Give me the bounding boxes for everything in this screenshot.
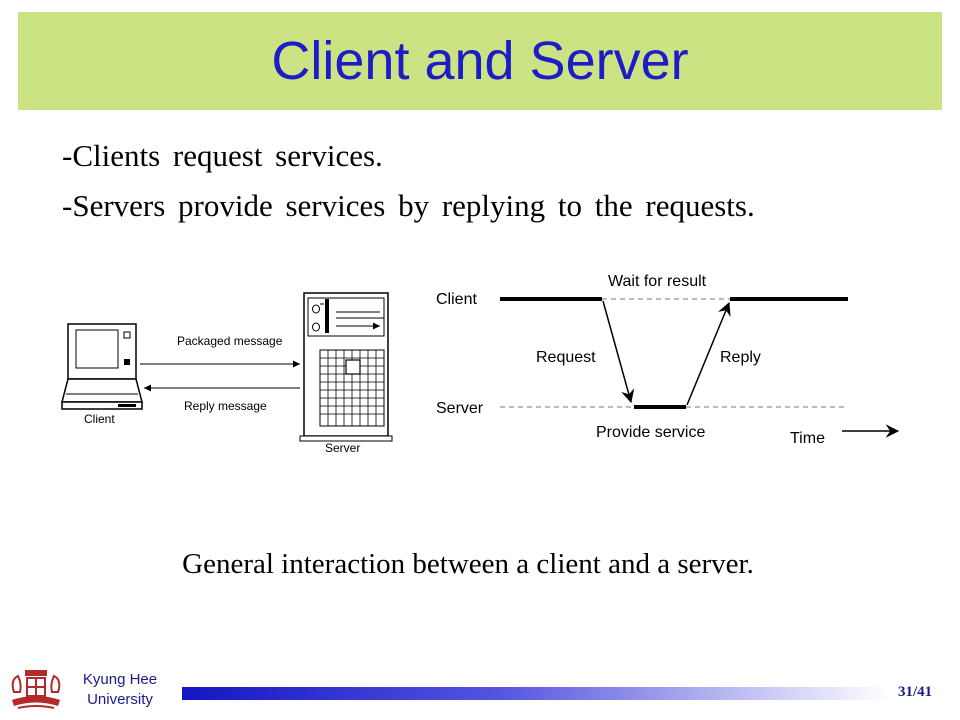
reply-message-label: Reply message: [184, 399, 267, 413]
footer-gradient-bar: [182, 687, 890, 700]
request-timeline-arrow: [602, 300, 635, 404]
provide-service-label: Provide service: [596, 424, 705, 441]
packaged-message-label: Packaged message: [177, 334, 283, 348]
university-name-line-1: Kyung Hee: [82, 671, 158, 688]
time-label: Time: [790, 430, 825, 447]
timeline-server-label: Server: [436, 400, 484, 417]
page-number: 31/41: [898, 684, 933, 700]
figure-caption: General interaction between a client and…: [182, 548, 754, 580]
slide-title: Client and Server: [271, 31, 689, 91]
university-seal-icon: [11, 670, 61, 709]
reply-timeline-arrow: [686, 301, 731, 406]
university-name: Kyung Hee University: [64, 670, 176, 710]
title-band: Client and Server: [18, 12, 942, 110]
left-client-label: Client: [84, 412, 115, 426]
university-name-line-2: University: [87, 691, 153, 708]
request-label: Request: [536, 349, 596, 366]
wait-for-result-label: Wait for result: [608, 273, 707, 290]
server-tower-icon: [299, 292, 393, 442]
bullet-clients: -Clients request services.: [62, 138, 383, 173]
left-server-label: Server: [325, 441, 360, 455]
bullet-servers: -Servers provide services by replying to…: [62, 188, 755, 223]
reply-label: Reply: [720, 349, 761, 366]
timeline-client-label: Client: [436, 291, 477, 308]
client-computer-icon: [61, 323, 143, 410]
